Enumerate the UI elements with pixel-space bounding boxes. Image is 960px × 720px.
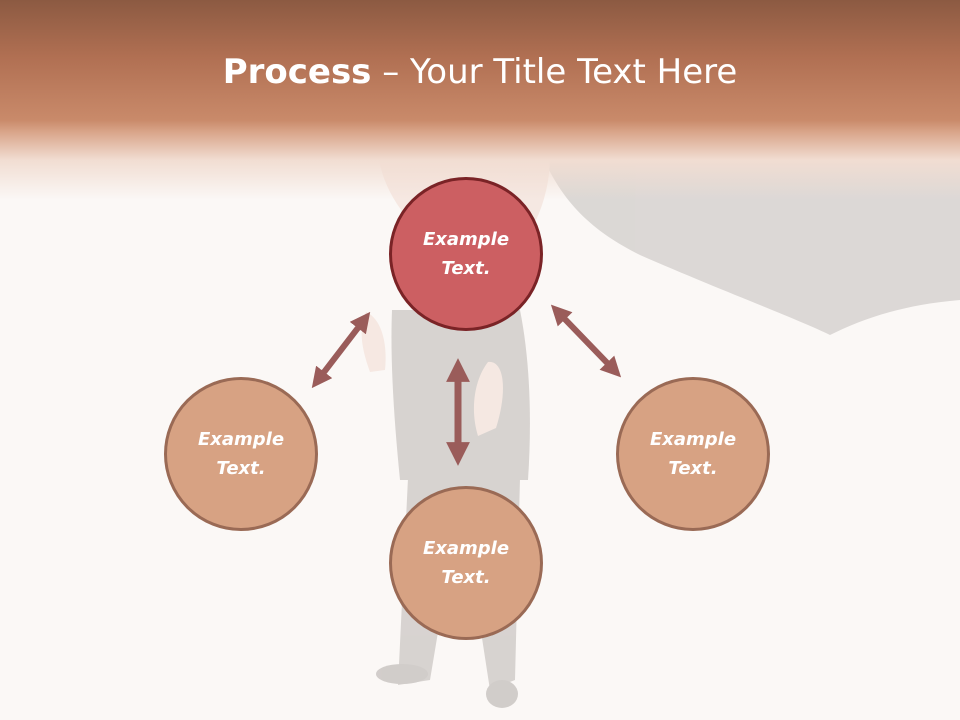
title-band [0,0,960,200]
slide-title: Process – Your Title Text Here [0,52,960,92]
arrow-top-right [550,304,622,378]
process-node-top: Example Text. [389,177,543,331]
puppet-right-hand [473,361,503,436]
process-node-right: Example Text. [616,377,770,531]
node-bottom-line2: Text. [441,567,491,588]
puppet-right-shoe [486,680,518,708]
arrow-top-left [311,311,371,389]
node-left-line1: Example [197,429,285,450]
node-top-line1: Example [422,229,510,250]
node-top-line2: Text. [441,258,491,279]
puppet-left-shoe [376,664,428,684]
node-right-line2: Text. [668,458,718,479]
node-left-line2: Text. [216,458,266,479]
node-bottom-line1: Example [422,538,510,559]
process-node-bottom: Example Text. [389,486,543,640]
node-right-line1: Example [649,429,737,450]
title-rest: – Your Title Text Here [371,52,738,92]
title-bold: Process [222,52,372,92]
process-node-left: Example Text. [164,377,318,531]
